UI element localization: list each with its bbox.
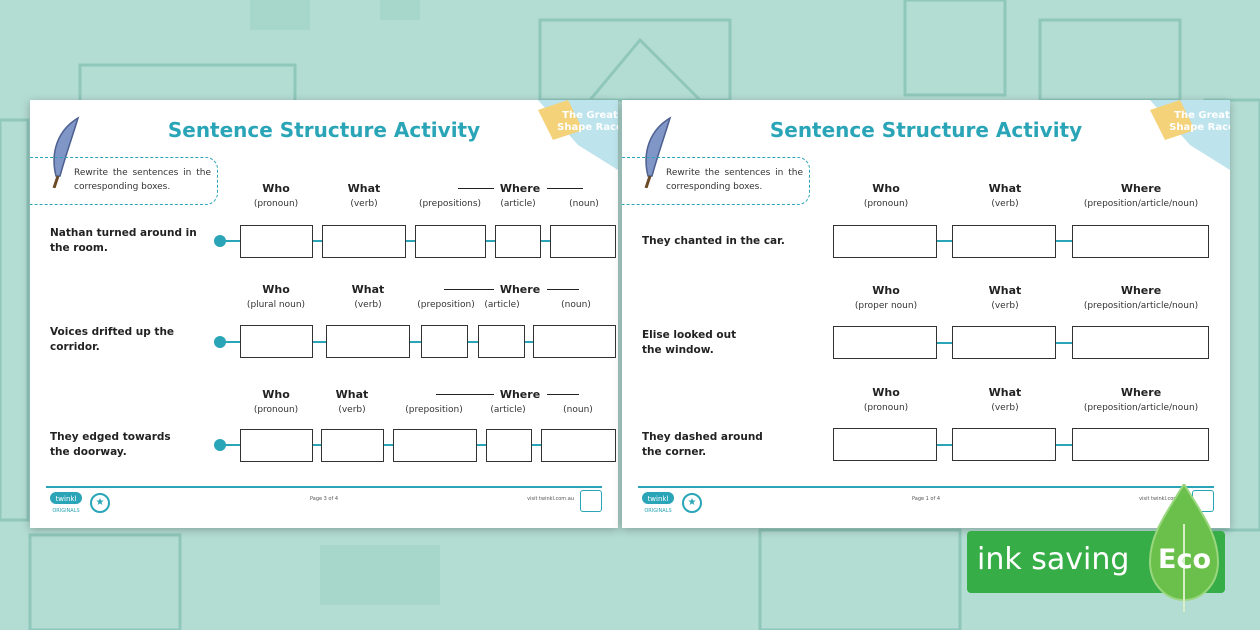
what-header: What(verb) bbox=[988, 386, 1022, 413]
what-answer-box[interactable] bbox=[952, 326, 1056, 359]
svg-text:The Great: The Great bbox=[1174, 110, 1230, 121]
article-header: (article) bbox=[500, 199, 536, 209]
article-answer-box[interactable] bbox=[486, 429, 532, 462]
where-answer-box[interactable] bbox=[1072, 428, 1209, 461]
who-answer-box[interactable] bbox=[240, 225, 313, 258]
what-header: What(verb) bbox=[988, 182, 1022, 209]
who-header: Who(pronoun) bbox=[863, 182, 909, 209]
sentence-text: They dashed around the corner. bbox=[642, 431, 763, 458]
ink-saving-label: ink saving bbox=[977, 542, 1130, 577]
what-header: What(verb) bbox=[335, 388, 369, 415]
sentence-text: They chanted in the car. bbox=[642, 235, 785, 247]
noun-answer-box[interactable] bbox=[550, 225, 616, 258]
page-title: Sentence Structure Activity bbox=[167, 118, 481, 142]
who-header: Who(pronoun) bbox=[253, 388, 299, 415]
svg-text:Shape Race: Shape Race bbox=[557, 122, 618, 133]
activity-row: Where Who(pronoun) What(verb) (prepositi… bbox=[30, 180, 618, 280]
leaf-icon bbox=[1148, 484, 1220, 612]
article-answer-box[interactable] bbox=[495, 225, 541, 258]
sentence-text: Elise looked out the window. bbox=[642, 329, 737, 356]
page-number: Page 1 of 4 bbox=[911, 496, 941, 502]
svg-text:twinkl: twinkl bbox=[56, 495, 77, 503]
sentence-text: Voices drifted up the corridor. bbox=[50, 326, 175, 353]
what-answer-box[interactable] bbox=[322, 225, 406, 258]
footer-url: visit twinkl.com.au bbox=[1139, 496, 1186, 502]
who-header: Who(plural noun) bbox=[246, 283, 306, 310]
activity-row: Where Who(plural noun) What(verb) (prepo… bbox=[30, 281, 618, 381]
activity-row: Where Who(pronoun) What(verb) (prepositi… bbox=[30, 386, 618, 486]
where-header: Where bbox=[499, 283, 541, 296]
who-answer-box[interactable] bbox=[833, 428, 937, 461]
noun-header: (noun) bbox=[563, 405, 593, 415]
noun-header: (noun) bbox=[561, 300, 591, 310]
where-header: Where(preposition/article/noun) bbox=[1083, 284, 1199, 311]
article-header: (article) bbox=[484, 300, 520, 310]
instruction-box: Rewrite the sentences in the correspondi… bbox=[30, 157, 218, 205]
worksheet-page-left: Sentence Structure Activity Rewrite the … bbox=[30, 100, 618, 528]
page-number: Page 3 of 4 bbox=[309, 496, 339, 502]
worksheet-page-right: Sentence Structure Activity Rewrite the … bbox=[622, 100, 1230, 528]
what-answer-box[interactable] bbox=[326, 325, 410, 358]
instruction-box: Rewrite the sentences in the correspondi… bbox=[622, 157, 810, 205]
preposition-header: (prepositions) bbox=[418, 199, 482, 209]
noun-header: (noun) bbox=[569, 199, 599, 209]
who-answer-box[interactable] bbox=[240, 325, 313, 358]
what-answer-box[interactable] bbox=[321, 429, 384, 462]
star-icon: ★ bbox=[682, 493, 702, 513]
great-shape-race-badge: The Great Shape Race bbox=[538, 100, 618, 170]
where-answer-box[interactable] bbox=[1072, 225, 1209, 258]
who-answer-box[interactable] bbox=[240, 429, 313, 462]
who-header: Who(proper noun) bbox=[854, 284, 918, 311]
what-answer-box[interactable] bbox=[952, 428, 1056, 461]
eco-label: Eco bbox=[1158, 544, 1211, 575]
where-answer-box[interactable] bbox=[1072, 326, 1209, 359]
sentence-text: Nathan turned around in the room. bbox=[50, 227, 197, 254]
svg-text:twinkl: twinkl bbox=[648, 495, 669, 503]
svg-text:The Great: The Great bbox=[562, 110, 618, 121]
preposition-header: (preposition) bbox=[417, 300, 475, 310]
preposition-answer-box[interactable] bbox=[421, 325, 468, 358]
who-header: Who(pronoun) bbox=[253, 182, 299, 209]
preposition-answer-box[interactable] bbox=[393, 429, 477, 462]
quill-icon bbox=[52, 116, 80, 188]
what-header: What(verb) bbox=[347, 182, 381, 209]
svg-text:Shape Race: Shape Race bbox=[1169, 122, 1230, 133]
what-header: What(verb) bbox=[351, 283, 385, 310]
what-answer-box[interactable] bbox=[952, 225, 1056, 258]
preposition-header: (preposition) bbox=[405, 405, 463, 415]
svg-text:ORIGINALS: ORIGINALS bbox=[644, 508, 671, 514]
quill-icon bbox=[644, 116, 672, 188]
svg-text:ORIGINALS: ORIGINALS bbox=[52, 508, 79, 514]
who-answer-box[interactable] bbox=[833, 326, 937, 359]
where-header: Where bbox=[499, 388, 541, 401]
activity-row: Who(pronoun) What(verb) Where(prepositio… bbox=[622, 180, 1230, 280]
where-header: Where bbox=[499, 182, 541, 195]
where-header: Where(preposition/article/noun) bbox=[1083, 386, 1199, 413]
preposition-answer-box[interactable] bbox=[415, 225, 486, 258]
book-icon bbox=[580, 490, 602, 512]
who-answer-box[interactable] bbox=[833, 225, 937, 258]
footer-url: visit twinkl.com.au bbox=[527, 496, 574, 502]
stars-icon: ★ bbox=[90, 493, 110, 513]
who-header: Who(pronoun) bbox=[863, 386, 909, 413]
sentence-text: They edged towards the doorway. bbox=[50, 431, 171, 458]
activity-row: Who(pronoun) What(verb) Where(prepositio… bbox=[622, 384, 1230, 484]
page-title: Sentence Structure Activity bbox=[769, 118, 1083, 142]
great-shape-race-badge: The Great Shape Race bbox=[1150, 100, 1230, 170]
noun-answer-box[interactable] bbox=[533, 325, 616, 358]
article-header: (article) bbox=[490, 405, 526, 415]
what-header: What(verb) bbox=[988, 284, 1022, 311]
noun-answer-box[interactable] bbox=[541, 429, 616, 462]
where-header: Where(preposition/article/noun) bbox=[1083, 182, 1199, 209]
activity-row: Who(proper noun) What(verb) Where(prepos… bbox=[622, 282, 1230, 382]
article-answer-box[interactable] bbox=[478, 325, 525, 358]
